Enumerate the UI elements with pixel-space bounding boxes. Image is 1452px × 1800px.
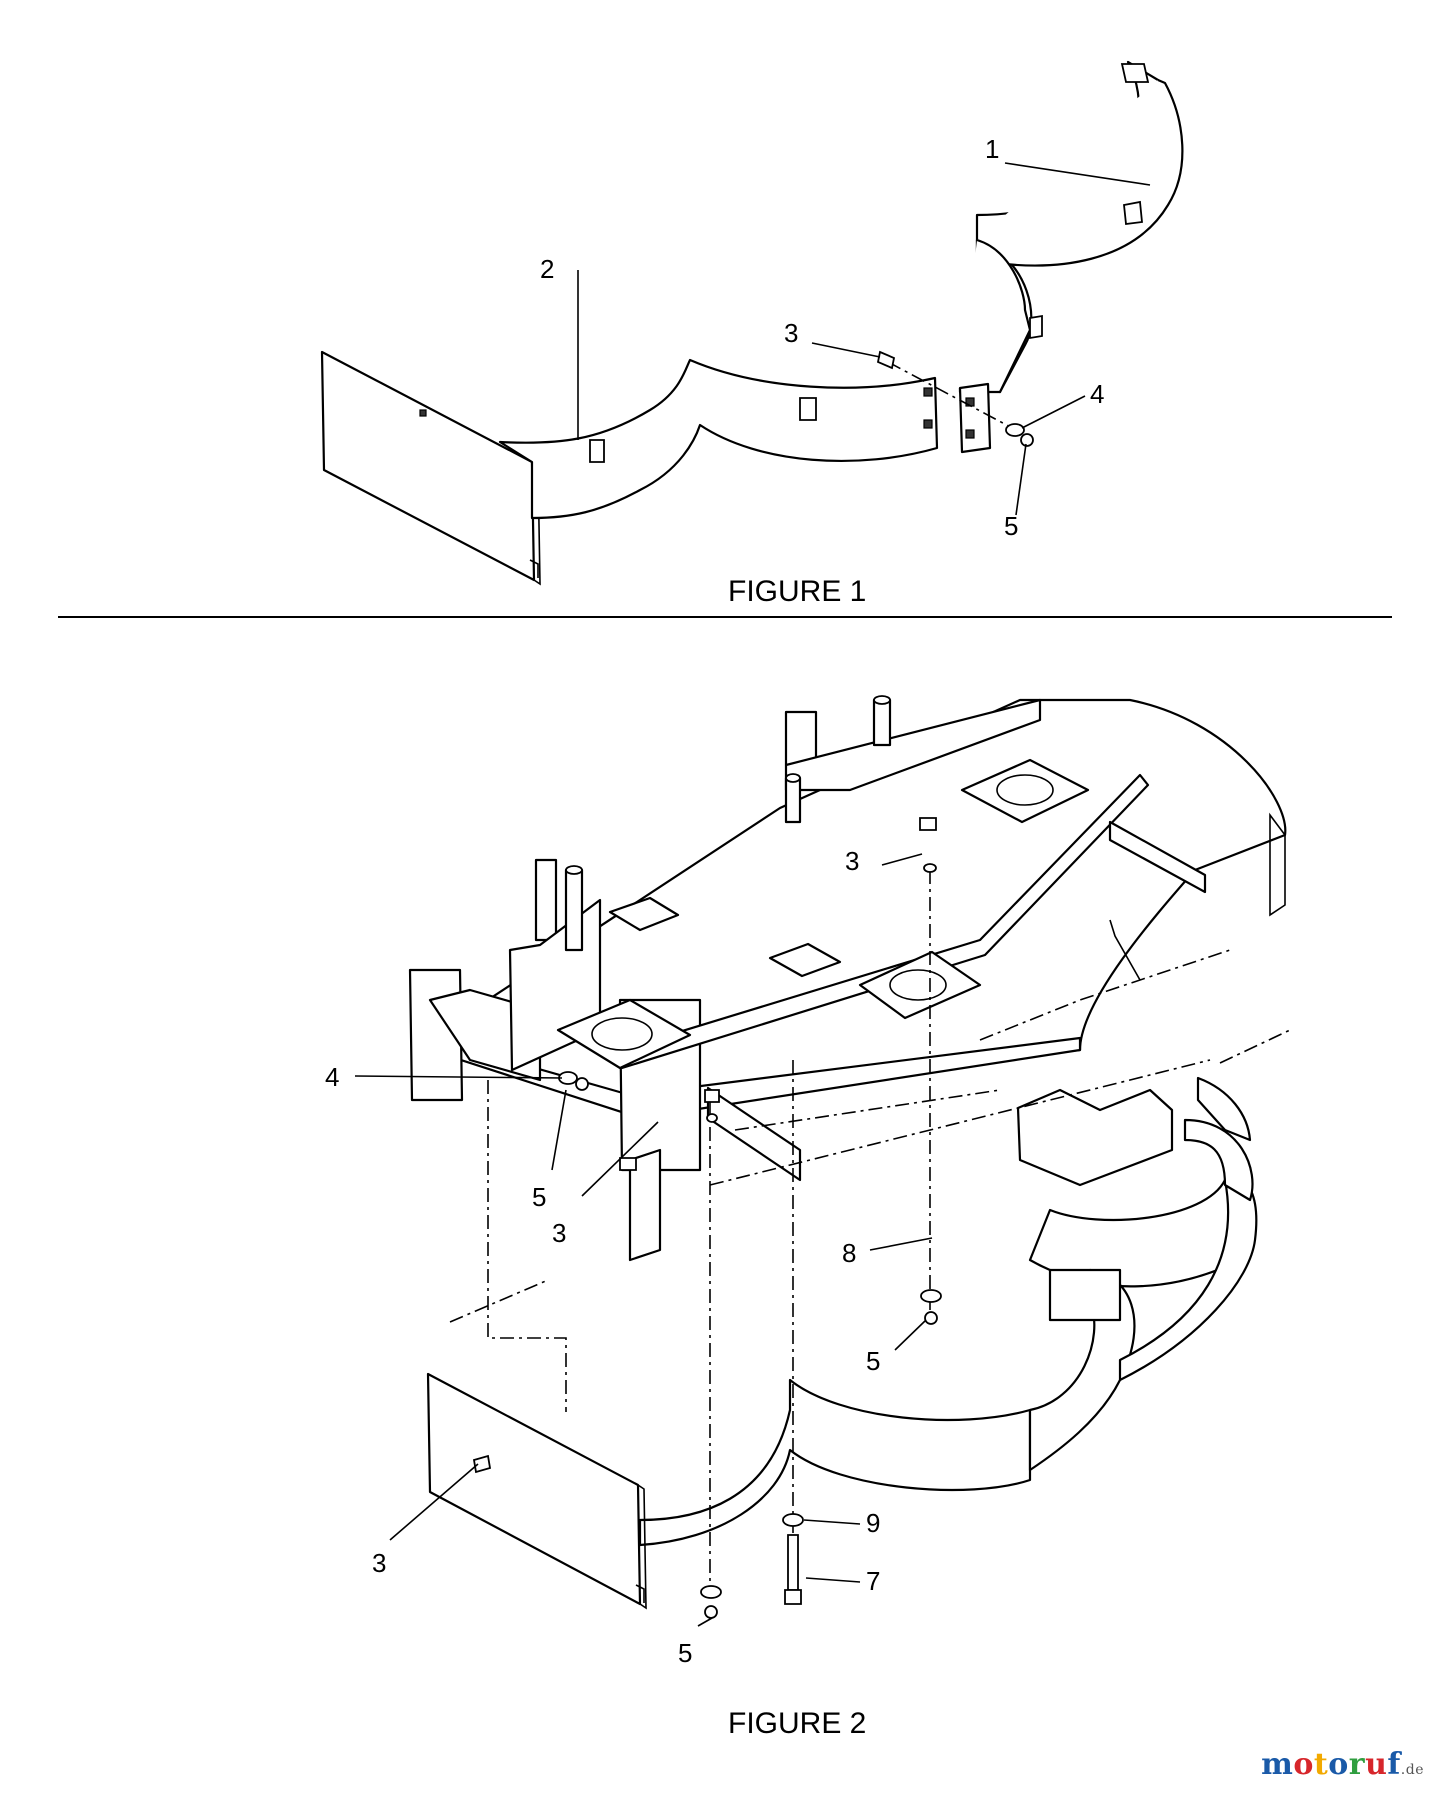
motoruf-watermark-logo: motoruf.de — [1261, 1747, 1424, 1782]
callout-3: 3 — [784, 318, 798, 348]
figure-2-baffle-assembly — [638, 1378, 1032, 1547]
callout-3: 3 — [845, 846, 859, 876]
callout-8: 8 — [842, 1238, 856, 1268]
callout-4: 4 — [1090, 379, 1104, 409]
figure-2: 3 4 5 3 8 5 3 9 7 5 FIGURE 2 — [325, 695, 1291, 1740]
callout-4: 4 — [325, 1062, 339, 1092]
callout-7: 7 — [866, 1566, 880, 1596]
figure-1: 1 2 3 4 5 FIGURE 1 — [320, 60, 1184, 608]
figure-1-baffle-part-2 — [498, 358, 939, 520]
callout-5: 5 — [678, 1638, 692, 1668]
callout-2: 2 — [540, 254, 554, 284]
callout-3: 3 — [372, 1548, 386, 1578]
callout-5: 5 — [532, 1182, 546, 1212]
figure-2-caption: FIGURE 2 — [728, 1707, 866, 1740]
figure-2-end-plate — [426, 1372, 642, 1606]
callout-1: 1 — [985, 134, 999, 164]
callout-3: 3 — [552, 1218, 566, 1248]
callout-5: 5 — [866, 1346, 880, 1376]
figure-1-caption: FIGURE 1 — [728, 575, 866, 608]
callout-5: 5 — [1004, 511, 1018, 541]
figure-1-end-plate — [320, 350, 536, 582]
callout-9: 9 — [866, 1508, 880, 1538]
